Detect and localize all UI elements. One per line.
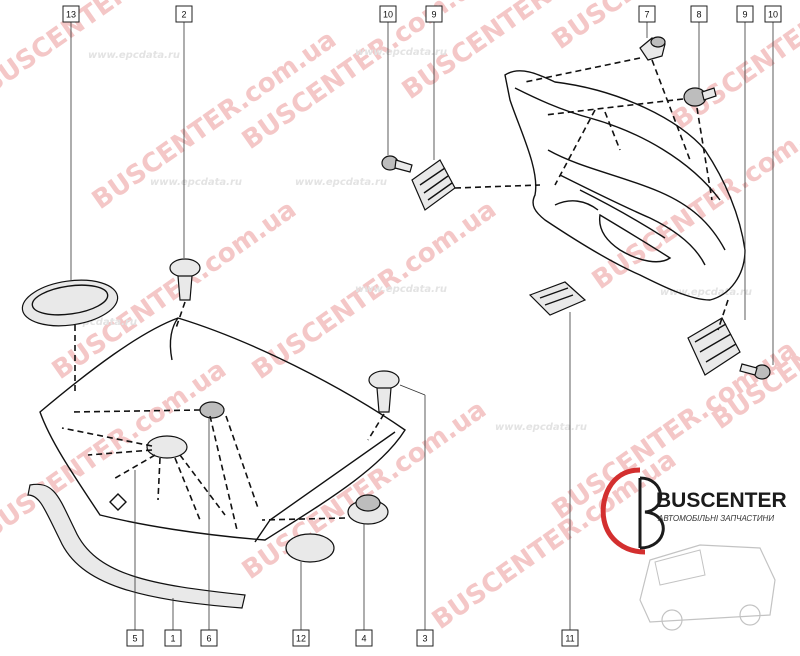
grommet-part-4 — [347, 494, 389, 525]
watermark-url: www.epcdata.ru — [45, 317, 137, 328]
callout-label: 10 — [383, 10, 393, 20]
logo-swoosh — [600, 467, 646, 555]
tailgate-panel — [504, 70, 746, 301]
plug-part-12 — [285, 533, 335, 563]
watermark-url: www.epcdata.ru — [355, 47, 447, 58]
callout-10-upper: 10 — [379, 5, 397, 23]
callout-4: 4 — [355, 629, 373, 647]
assembly-arrows-left — [61, 301, 385, 531]
callout-9-right: 9 — [736, 5, 754, 23]
callout-label: 1 — [170, 634, 175, 644]
assembly-arrows-right — [454, 57, 729, 331]
clip-part-7 — [639, 36, 666, 61]
bracket-part-9a — [411, 159, 456, 211]
oval-pad-part — [21, 279, 119, 327]
logo-b-mark — [638, 476, 665, 550]
callout-10-right: 10 — [764, 5, 782, 23]
bolt-part-10b — [739, 363, 771, 380]
callout-5: 5 — [126, 629, 144, 647]
callout-label: 12 — [296, 634, 306, 644]
callout-label: 5 — [132, 634, 137, 644]
callout-3: 3 — [416, 629, 434, 647]
watermark-url: www.epcdata.ru — [660, 287, 752, 298]
callout-6: 6 — [200, 629, 218, 647]
callout-label: 4 — [361, 634, 366, 644]
callout-12: 12 — [292, 629, 310, 647]
watermark-url: www.epcdata.ru — [88, 50, 180, 61]
callout-7: 7 — [638, 5, 656, 23]
callout-label: 6 — [206, 634, 211, 644]
callout-label: 3 — [422, 634, 427, 644]
leader-lines — [70, 22, 774, 630]
watermark-layer: BUSCENTER.com.ua BUSCENTER.com.ua BUSCEN… — [0, 0, 800, 636]
clip-part-2 — [169, 258, 201, 301]
watermark-url: www.epcdata.ru — [495, 422, 587, 433]
callout-11: 11 — [561, 629, 579, 647]
watermark-url: www.epcdata.ru — [150, 177, 242, 188]
callout-label: 8 — [696, 10, 701, 20]
buscenter-logo: BUSCENTER АВТОМОБІЛЬНІ ЗАПЧАСТИНИ — [600, 467, 787, 631]
callout-label: 9 — [742, 10, 747, 20]
bolt-part-10a — [381, 155, 413, 173]
bracket-part-9b — [687, 317, 741, 376]
callout-label: 10 — [768, 10, 778, 20]
callout-8: 8 — [690, 5, 708, 23]
pad-part-5 — [146, 435, 188, 459]
clip-part-3 — [368, 370, 400, 413]
van-illustration — [639, 544, 776, 631]
plug-part-6 — [199, 401, 225, 419]
watermark-brand: BUSCENTER.com.ua — [0, 355, 232, 546]
logo-name: BUSCENTER — [656, 489, 787, 512]
logo-tagline: АВТОМОБІЛЬНІ ЗАПЧАСТИНИ — [657, 514, 774, 523]
callout-2: 2 — [175, 5, 193, 23]
callout-1: 1 — [164, 629, 182, 647]
watermark-brand: BUSCENTER.com.ua — [587, 105, 800, 296]
cover-part-11 — [528, 281, 587, 316]
seal-strip-part — [27, 483, 246, 609]
watermark-url: www.epcdata.ru — [295, 177, 387, 188]
callout-label: 9 — [431, 10, 436, 20]
callout-9-upper: 9 — [425, 5, 443, 23]
callout-label: 13 — [66, 10, 76, 20]
callout-13: 13 — [62, 5, 80, 23]
callout-label: 2 — [181, 10, 186, 20]
callout-label: 7 — [644, 10, 649, 20]
callout-label: 11 — [565, 634, 574, 644]
watermark-url: www.epcdata.ru — [355, 284, 447, 295]
clip-part-8 — [683, 87, 717, 107]
